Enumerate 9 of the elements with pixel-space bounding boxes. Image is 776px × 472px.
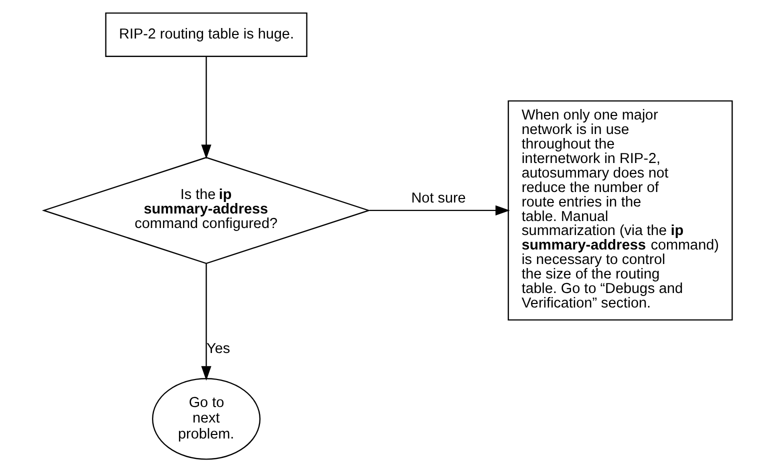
arrow (369, 205, 510, 216)
node-diamond: Is the ip summary-address command configured? (42, 156, 371, 264)
edge-label: Yes (206, 341, 230, 358)
node-ellipse: Go to next problem. (152, 378, 261, 460)
node-box: When only one major network is in use throughout the internetwork in RIP-2, autosummary does not reduce the number of route entries in the table. Manual summarization (via the ip summary-address command) is necessary to control the size of the routing table. Go to “Debugs and Verification” section. (508, 100, 733, 321)
arrow (201, 56, 212, 160)
node-box: RIP-2 routing table is huge. (105, 12, 308, 57)
arrow (201, 264, 212, 381)
edge-label: Not sure (411, 190, 466, 207)
